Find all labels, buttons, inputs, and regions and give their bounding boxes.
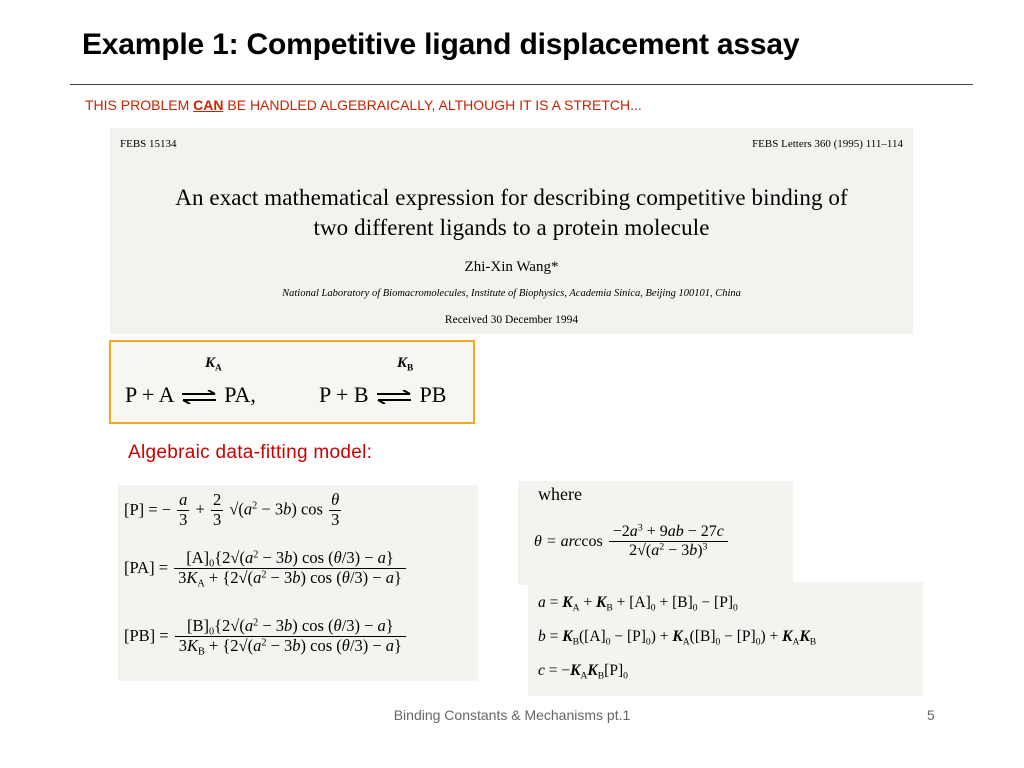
- equilibrium-arrow-icon: [377, 389, 411, 404]
- equation-b: b = KB([A]0 − [P]0) + KA([B]0 − [P]0) + …: [538, 628, 817, 648]
- paper-journal: FEBS Letters 360 (1995) 111–114: [752, 138, 903, 150]
- paper-header-image: FEBS 15134 FEBS Letters 360 (1995) 111–1…: [110, 128, 913, 334]
- title-divider: [70, 84, 973, 85]
- subtitle-text-start: THIS PROBLEM: [85, 97, 194, 113]
- ka-constant-label: KA: [205, 355, 222, 374]
- paper-author: Zhi-Xin Wang*: [464, 259, 559, 275]
- reaction-b-product: PB: [419, 382, 447, 407]
- page-number: 5: [927, 707, 935, 723]
- subtitle: THIS PROBLEM CAN BE HANDLED ALGEBRAICALL…: [85, 97, 642, 113]
- coefficient-definitions-image: a = KA + KB + [A]0 + [B]0 − [P]0 b = KB(…: [528, 582, 923, 696]
- reaction-a: P + A PA,: [125, 382, 256, 408]
- equation-pa: [PA] = [A]0{2√(a2 − 3b) cos (θ/3) − a} 3…: [124, 548, 408, 589]
- paper-title: An exact mathematical expression for des…: [110, 183, 913, 243]
- kb-constant-label: KB: [397, 355, 414, 374]
- reaction-a-product: PA,: [224, 382, 256, 407]
- subtitle-emphasis: CAN: [193, 97, 224, 113]
- paper-affiliation: National Laboratory of Biomacromolecules…: [282, 288, 741, 299]
- slide-title: Example 1: Competitive ligand displaceme…: [82, 28, 800, 61]
- model-label: Algebraic data-fitting model:: [128, 442, 373, 463]
- equilibrium-arrow-icon: [181, 389, 216, 404]
- paper-received-date: Received 30 December 1994: [444, 314, 579, 326]
- paper-code: FEBS 15134: [120, 138, 177, 150]
- equation-pb: [PB] = [B]0{2√(a2 − 3b) cos (θ/3) − a} 3…: [124, 616, 408, 657]
- equation-c: c = −KAKB[P]0: [538, 662, 628, 682]
- equation-a: a = KA + KB + [A]0 + [B]0 − [P]0: [538, 594, 738, 614]
- reaction-b-reactants: P + B: [319, 382, 369, 407]
- theta-definition-image: where θ = arccos −2a3 + 9ab − 27c 2√(a2 …: [518, 481, 793, 585]
- where-label: where: [538, 484, 582, 504]
- reaction-b: P + B PB: [319, 382, 446, 408]
- reaction-scheme-box: KA KB P + A PA, P + B PB: [109, 340, 475, 424]
- subtitle-text-end: BE HANDLED ALGEBRAICALLY, ALTHOUGH IT IS…: [223, 97, 642, 113]
- footer-text: Binding Constants & Mechanisms pt.1: [393, 707, 631, 723]
- paper-title-line-1: An exact mathematical expression for des…: [175, 185, 848, 210]
- paper-title-line-2: two different ligands to a protein molec…: [313, 215, 710, 240]
- equation-theta: θ = arccos −2a3 + 9ab − 27c 2√(a2 − 3b)3: [534, 523, 730, 561]
- reaction-a-reactants: P + A: [125, 382, 174, 407]
